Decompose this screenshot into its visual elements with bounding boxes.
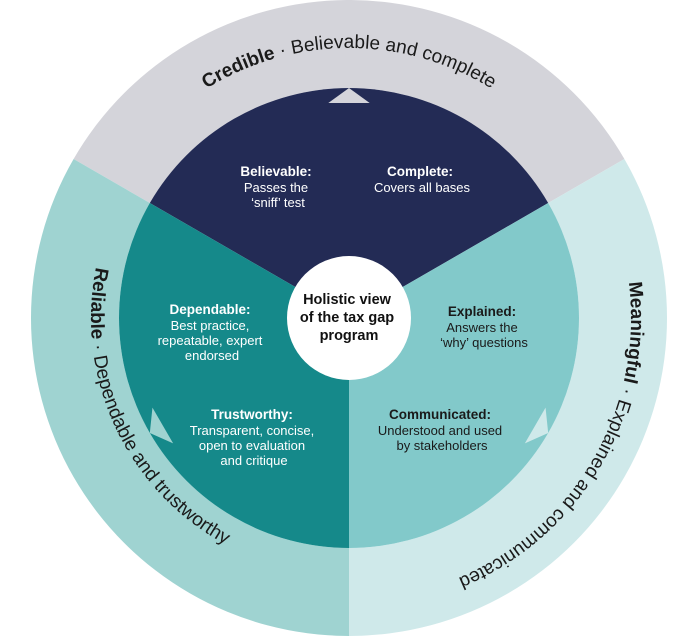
dependable-title: Dependable: [169,302,250,317]
explained-text: Explained: Answers the ‘why’ questions [440,303,528,350]
communicated-line: Understood and used [378,423,502,438]
reliable-outer-segment [30,159,350,637]
center-circle [287,256,411,380]
complete-text: Complete: Covers all bases [374,163,471,195]
credible-inner-segment [149,87,549,318]
trustworthy-line: open to evaluation [199,438,305,453]
meaningful-notch [524,407,549,444]
believable-title: Believable: [240,164,311,179]
communicated-title: Communicated: [389,407,491,422]
explained-title: Explained: [448,304,516,319]
trustworthy-text: Trustworthy: Transparent, concise, open … [190,406,319,468]
trustworthy-line: and critique [220,453,287,468]
trustworthy-title: Trustworthy: [211,407,293,422]
explained-line: ‘why’ questions [440,335,528,350]
inner-ring [118,87,580,548]
credible-notch [328,88,370,103]
communicated-line: by stakeholders [396,438,488,453]
outer-ring [30,0,668,637]
meaningful-inner-segment [349,203,580,548]
believable-line: Passes the [244,180,308,195]
reliable-separator: · [87,338,110,357]
explained-line: Answers the [446,320,518,335]
credible-separator: · [272,38,294,62]
dependable-text: Dependable: Best practice, repeatable, e… [158,301,267,363]
center-line: program [320,328,379,344]
meaningful-separator: · [615,381,640,403]
dependable-line: endorsed [185,348,239,363]
center-line: Holistic view [303,292,392,308]
complete-title: Complete: [387,164,453,179]
dependable-line: repeatable, expert [158,333,263,348]
dependable-line: Best practice, [171,318,250,333]
credible-outer-segment [73,0,625,203]
reliable-inner-segment [118,203,350,548]
believable-text: Believable: Passes the ‘sniff’ test [240,163,315,210]
believable-line: ‘sniff’ test [251,195,305,210]
center-line: of the tax gap [300,310,394,326]
communicated-text: Communicated: Understood and used by sta… [378,406,506,453]
meaningful-outer-segment [349,159,668,636]
center-label: Holistic view of the tax gap program [300,291,398,344]
trustworthy-line: Transparent, concise, [190,423,315,438]
reliable-notch [149,407,174,444]
complete-line: Covers all bases [374,180,471,195]
